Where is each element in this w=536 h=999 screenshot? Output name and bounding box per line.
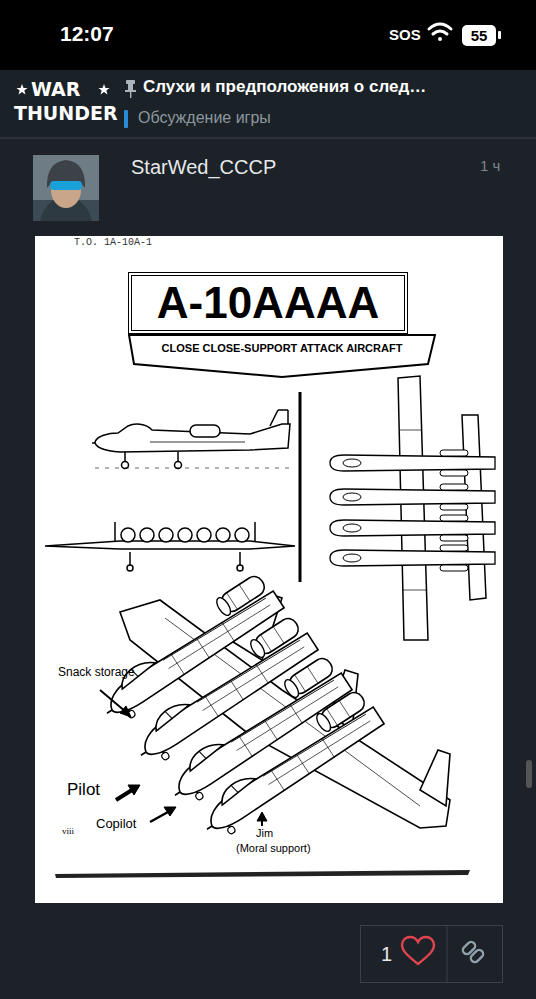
leader-arrows [100,690,267,826]
scroll-handle [526,760,532,788]
like-button: 1 [360,925,503,983]
logo-word: WAR [31,79,80,101]
image-ground [35,236,503,903]
page-number: viii [62,826,74,836]
post-age: 1 ч [480,157,500,174]
subtitle-banner: CLOSE CLOSE-SUPPORT ATTACK AIRCRAFT [128,334,436,378]
callout-label: Snack storage [58,666,135,680]
banner-outline [128,334,436,378]
user-name: StarWed_CCCP [131,156,276,179]
callout-label: (Moral support) [236,842,311,855]
title-box-text: A-10AAAA [157,278,379,328]
logo-word: THUNDER [14,103,118,125]
side-view [92,410,295,469]
title-box: A-10AAAA [128,272,408,334]
avatar [33,155,99,221]
document-ref: T.O. 1A-10A-1 [74,237,152,249]
sos-indicator: SOS [389,26,421,43]
category-bar [124,110,128,128]
battery-indicator: 55 [462,25,496,46]
subtitle-banner-text: CLOSE CLOSE-SUPPORT ATTACK AIRCRAFT [162,342,403,354]
link-icon [461,940,485,964]
callout-label: Jim [256,827,273,840]
top-view [330,376,495,640]
isometric-view [87,571,450,844]
callout-label: Copilot [96,817,136,832]
category-name: Обсуждение игры [138,109,271,127]
thread-title: Слухи и предположения о след… [143,77,426,97]
battery-indicator-text: 55 [471,27,488,44]
heart-icon [402,937,434,964]
like-button-text: 1 [381,943,392,966]
clock: 12:07 [60,22,114,46]
wifi-icon [429,24,451,41]
pin-icon [125,80,136,98]
front-view [45,522,295,571]
callout-label: Pilot [67,780,100,800]
